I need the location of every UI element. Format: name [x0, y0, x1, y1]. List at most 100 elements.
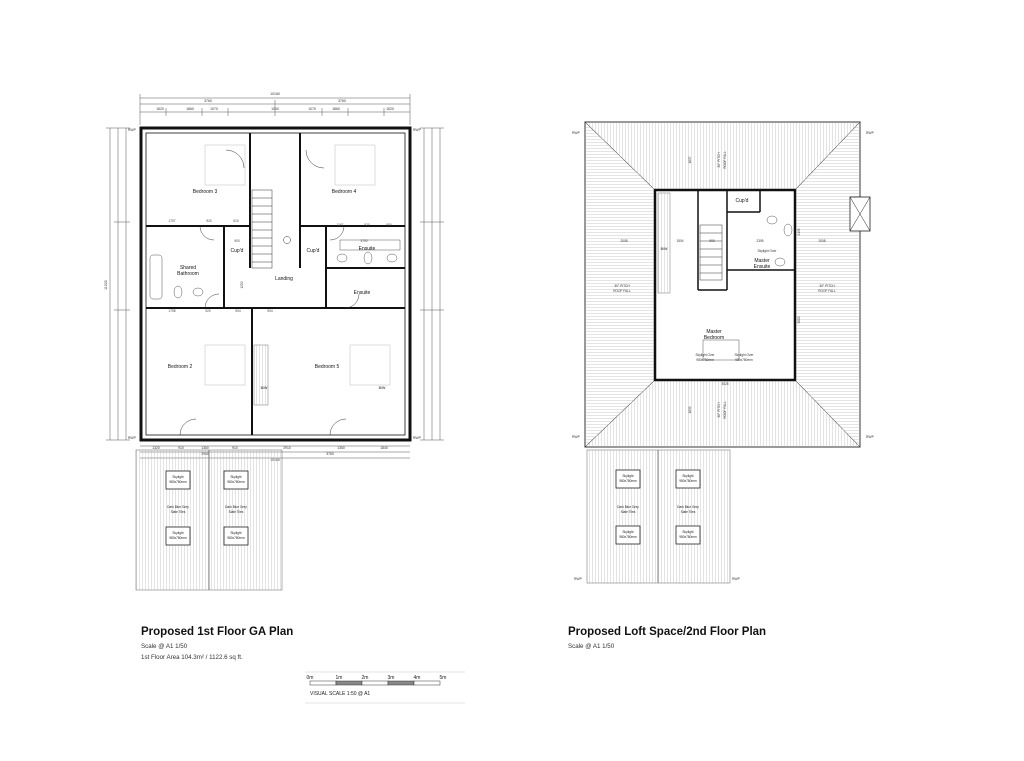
- scale-label: 1m: [336, 675, 343, 681]
- skylight-size: 980x780mm: [696, 358, 714, 362]
- lower-roof: Skylight 980x780mm Skylight 980x780mm Sk…: [135, 449, 283, 591]
- loft-wardrobe: [657, 192, 671, 294]
- scale-label: 2m: [362, 675, 369, 681]
- room-label-shared: Shared: [180, 265, 196, 271]
- room-label-bw: B/W: [661, 247, 668, 251]
- dim-top-c3: 1070: [210, 107, 218, 111]
- skylight-label: Skylight: [682, 530, 693, 534]
- skylight-over-label: Skylight Over: [696, 353, 716, 357]
- dim-internal: 904: [267, 309, 273, 313]
- dim-loft: 2008: [620, 239, 627, 243]
- right-plan-scale: Scale @ A1 1/50: [568, 643, 615, 650]
- rwp-label: RWP: [866, 131, 875, 135]
- dim-internal: 1250: [240, 281, 244, 288]
- room-label-cupd: Cup'd: [736, 198, 749, 204]
- skylight-size: 980x780mm: [735, 358, 753, 362]
- room-label-bw: B/W: [261, 386, 268, 390]
- dim-top-c6: 1860: [332, 107, 340, 111]
- rwp-label: RWP: [128, 436, 137, 440]
- skylight-size: 980x780mm: [619, 479, 637, 483]
- room-label-cupd: Cup'd: [307, 248, 320, 254]
- dim-internal: 1798: [168, 309, 175, 313]
- room-label-master: Master: [754, 258, 770, 264]
- room-label-cupd: Cup'd: [231, 248, 244, 254]
- dim-internal: 3700: [360, 239, 367, 243]
- dim-overall-top: 10160: [270, 92, 280, 96]
- scale-label: 3m: [388, 675, 395, 681]
- room-label-bedroom-3: Bedroom 3: [193, 189, 218, 195]
- skylight-over-label: Skylight Over: [758, 249, 778, 253]
- side-dimension-lines: [106, 127, 444, 441]
- loft-staircase: [699, 224, 723, 281]
- pitch-label: 30° PITCH: [819, 284, 835, 288]
- dim-loft: 900: [709, 239, 715, 243]
- skylight-over-label: Skylight Over: [735, 353, 755, 357]
- roof-tiles-label: Slate Tiles: [171, 510, 186, 514]
- left-plan-title: Proposed 1st Floor GA Plan: [141, 626, 294, 638]
- roof-tiles-label: Slate Tiles: [621, 510, 636, 514]
- roof-tiles-label: Slate Tiles: [229, 510, 244, 514]
- dim-left-overall: 11020: [104, 280, 108, 290]
- sanitary-fixtures: [149, 239, 401, 300]
- skylight-size: 980x780mm: [169, 480, 187, 484]
- loft-external-wall: [653, 188, 797, 382]
- roof-tiles-label: Dark Blue Grey: [167, 505, 189, 509]
- beds: [204, 144, 391, 386]
- pitch-label: 30° PITCH: [717, 152, 721, 168]
- rwp-label: RWP: [413, 128, 422, 132]
- staircase: [251, 189, 291, 269]
- dim-top-c5: 1070: [308, 107, 316, 111]
- roof-fall-label: ROOF FALL: [723, 151, 727, 169]
- dim-top-c4: 1000: [271, 107, 279, 111]
- dim-loft: 2135: [797, 228, 801, 235]
- left-plan-scale: Scale @ A1 1/50: [141, 643, 188, 650]
- dim-top-c1: 1520: [156, 107, 164, 111]
- skylight-label: Skylight: [230, 531, 241, 535]
- roof-fall-label: ROOF FALL: [723, 401, 727, 419]
- skylight-size: 980x780mm: [619, 535, 637, 539]
- roof-fall-label: ROOF FALL: [613, 289, 631, 293]
- scale-label: 0m: [307, 675, 314, 681]
- dim-loft: 1639: [688, 406, 692, 413]
- skylight-label: Skylight: [622, 530, 633, 534]
- dim-loft: 3025: [721, 382, 728, 386]
- dim-top-c7: 1520: [386, 107, 394, 111]
- room-label-bw: B/W: [379, 386, 386, 390]
- scale-label: 4m: [414, 675, 421, 681]
- scale-label: 5m: [440, 675, 447, 681]
- first-floor-plan: 10160 3760 3760 1520 1860 1070 1000 1070…: [104, 92, 444, 591]
- lower-roof-loft: Skylight 980x780mm Skylight 980x780mm Sk…: [586, 449, 731, 584]
- scale-caption: VISUAL SCALE 1:50 @ A1: [310, 691, 370, 697]
- dim-bottom: 910: [232, 446, 238, 450]
- dim-bottom: 910: [178, 446, 184, 450]
- skylight-size: 980x780mm: [227, 536, 245, 540]
- rwp-label: RWP: [128, 128, 137, 132]
- rwp-label: RWP: [572, 131, 581, 135]
- roof-tiles-label: Dark Blue Grey: [617, 505, 639, 509]
- dim-bottom: 1360: [337, 446, 345, 450]
- skylight-size: 980x780mm: [227, 480, 245, 484]
- top-dimension-lines: [139, 94, 411, 125]
- internal-wall-line: [145, 132, 406, 436]
- room-label-ensuite: Ensuite: [359, 246, 376, 252]
- dim-top-c2: 1860: [186, 107, 194, 111]
- dim-bottom: 2910: [283, 446, 291, 450]
- dim-loft: 2395: [756, 239, 763, 243]
- rwp-label: RWP: [574, 577, 583, 581]
- loft-sanitary: [702, 215, 793, 361]
- skylight-size: 980x780mm: [679, 479, 697, 483]
- visual-scale-bar: 0m 1m 2m 3m 4m 5m VISUAL SCALE 1:50 @ A1: [305, 671, 465, 704]
- rwp-label: RWP: [572, 435, 581, 439]
- skylight-label: Skylight: [682, 474, 693, 478]
- rwp-label: RWP: [732, 577, 741, 581]
- roof-tiles-label: Slate Tiles: [681, 510, 696, 514]
- roof-tiles-label: Dark Blue Grey: [677, 505, 699, 509]
- door-swings: [179, 149, 360, 436]
- dim-bottom: 1360: [201, 446, 209, 450]
- rwp-label: RWP: [866, 435, 875, 439]
- skylight-size: 980x780mm: [679, 535, 697, 539]
- dim-internal: 1797: [168, 219, 175, 223]
- room-label-ensuite: Ensuite: [754, 264, 771, 270]
- external-wall: [139, 126, 412, 442]
